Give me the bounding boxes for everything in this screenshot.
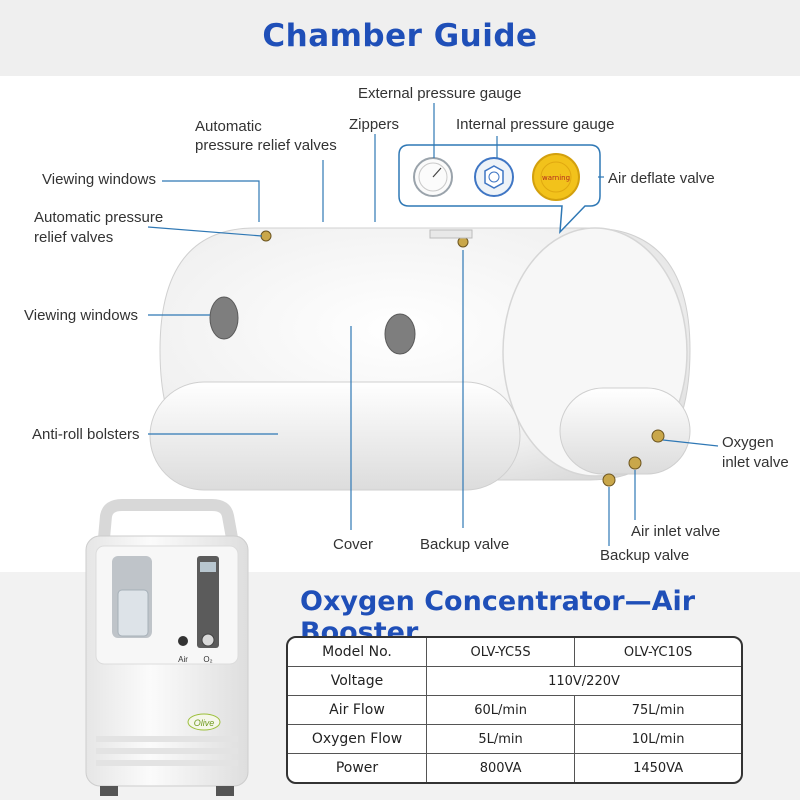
table-row: Model No. OLV-YC5S OLV-YC10S [288,638,741,667]
label-external-pressure-gauge: External pressure gauge [358,85,522,102]
relief-valve-left [260,230,272,242]
label-backup-valve-right: Backup valve [600,547,690,564]
viewing-window-left [209,296,239,340]
callout-leaders [147,103,719,546]
section-title: Oxygen Concentrator—Air Booster [300,586,696,648]
table-row: Voltage 110V/220V [288,667,741,696]
label-internal-pressure-gauge: Internal pressure gauge [456,116,615,133]
label-auto-relief-left-line1: Automatic pressure [34,209,164,226]
row-label: Model No. [288,638,427,667]
cell: 10L/min [575,725,741,754]
row-label: Oxygen Flow [288,725,427,754]
cell: 75L/min [575,696,741,725]
zipper-tab [429,229,473,239]
label-zippers: Zippers [349,116,400,133]
spec-table: Model No. OLV-YC5S OLV-YC10S Voltage 110… [286,636,743,784]
header-band [0,0,800,76]
air-inlet-valve [628,456,642,470]
label-anti-roll-bolsters: Anti-roll bolsters [32,426,140,443]
row-label: Power [288,754,427,782]
o2-port-label: O₂ [203,655,212,664]
cell: 5L/min [427,725,576,754]
internal-gauge-icon [474,157,514,197]
label-viewing-windows-mid: Viewing windows [24,307,138,324]
oxygen-concentrator-unit [85,499,249,796]
right-bolster [559,387,691,475]
label-auto-relief-top-line2: pressure relief valves [195,137,337,154]
row-label: Air Flow [288,696,427,725]
label-viewing-windows-top: Viewing windows [42,171,156,188]
cell-merged: 110V/220V [427,667,741,696]
viewing-window-center [384,313,416,355]
backup-valve-bottom [602,473,616,487]
left-bolster [149,381,521,491]
row-label: Voltage [288,667,427,696]
label-oxygen-inlet-line1: Oxygen [722,434,774,451]
label-cover: Cover [333,536,374,553]
table-row: Power 800VA 1450VA [288,754,741,782]
oxygen-inlet-valve [651,429,665,443]
cell: 1450VA [633,760,684,776]
brand-logo-text: Olive [194,718,215,728]
external-gauge-icon [413,157,453,197]
cell: 60L/min [427,696,576,725]
air-port-label: Air [178,655,188,664]
cell: OLV-YC5S [427,638,576,667]
label-air-inlet-valve: Air inlet valve [631,523,721,540]
air-deflate-valve-icon [532,153,580,201]
cell: OLV-YC10S [575,638,741,667]
label-backup-valve-center: Backup valve [420,536,510,553]
table-row: Oxygen Flow 5L/min 10L/min [288,725,741,754]
label-oxygen-inlet-line2: inlet valve [722,454,789,471]
label-auto-relief-left-line2: relief valves [34,229,114,246]
page-title: Chamber Guide [262,18,538,54]
label-auto-relief-top-line1: Automatic [195,118,262,135]
table-row: Air Flow 60L/min 75L/min [288,696,741,725]
label-air-deflate-valve: Air deflate valve [608,170,715,187]
warning-badge-text: warning [542,174,570,182]
cell: 800VA [427,754,576,782]
